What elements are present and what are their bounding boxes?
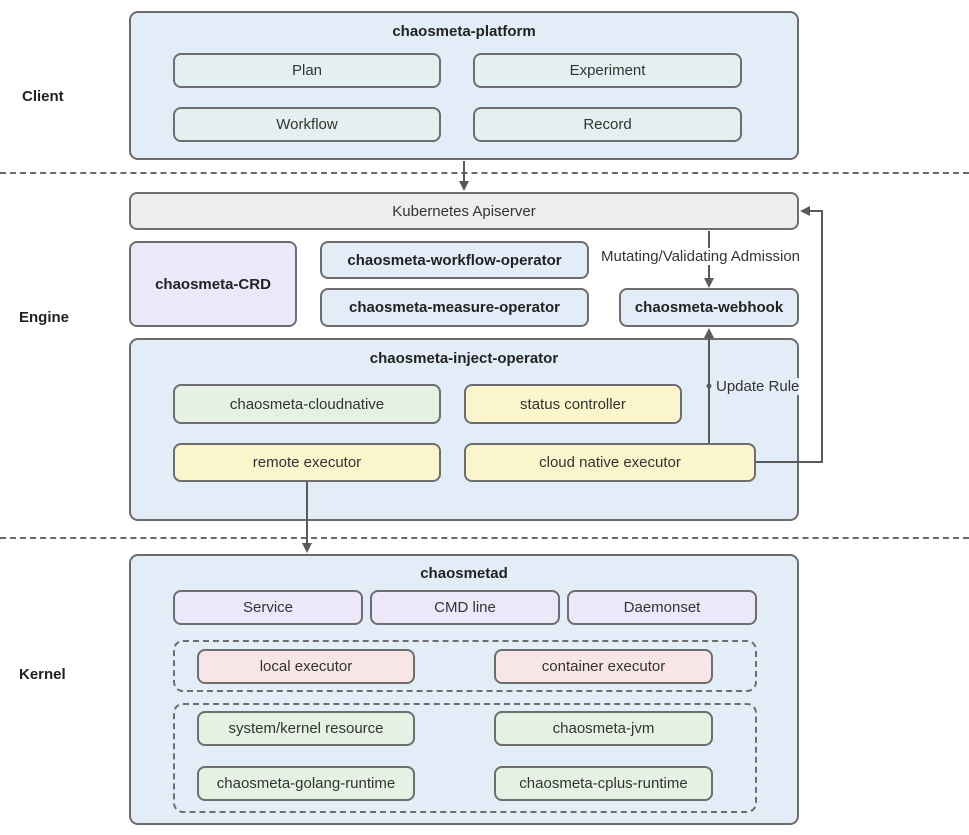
service-mode-node: Service xyxy=(173,590,363,625)
client-engine-divider xyxy=(0,172,969,174)
engine-layer-label: Engine xyxy=(19,309,70,326)
golang-runtime-node: chaosmeta-golang-runtime xyxy=(197,766,415,801)
chaosmetad-title: chaosmetad xyxy=(420,565,508,582)
update-rule-edge-label: Update Rule xyxy=(716,378,800,395)
kubernetes-apiserver-node: Kubernetes Apiserver xyxy=(129,192,799,230)
daemonset-mode-node: Daemonset xyxy=(567,590,757,625)
status-controller-node: status controller xyxy=(464,384,682,424)
engine-kernel-divider xyxy=(0,537,969,539)
cloud-native-executor-node: cloud native executor xyxy=(464,443,756,482)
measure-operator-node: chaosmeta-measure-operator xyxy=(320,288,589,327)
container-executor-node: container executor xyxy=(494,649,713,684)
experiment-node: Experiment xyxy=(473,53,742,88)
workflow-node: Workflow xyxy=(173,107,441,142)
workflow-operator-node: chaosmeta-workflow-operator xyxy=(320,241,589,279)
chaosmeta-webhook-node: chaosmeta-webhook xyxy=(619,288,799,327)
local-executor-node: local executor xyxy=(197,649,415,684)
record-node: Record xyxy=(473,107,742,142)
cmd-line-mode-node: CMD line xyxy=(370,590,560,625)
chaosmeta-platform-title: chaosmeta-platform xyxy=(392,23,536,40)
kernel-layer-label: Kernel xyxy=(19,666,66,683)
chaosmeta-cloudnative-node: chaosmeta-cloudnative xyxy=(173,384,441,424)
inject-operator-panel: chaosmeta-inject-operator xyxy=(129,338,799,521)
system-kernel-resource-node: system/kernel resource xyxy=(197,711,415,746)
chaosmeta-jvm-node: chaosmeta-jvm xyxy=(494,711,713,746)
admission-edge-label: Mutating/Validating Admission xyxy=(601,248,800,265)
inject-operator-title: chaosmeta-inject-operator xyxy=(369,350,559,367)
chaosmeta-crd-node: chaosmeta-CRD xyxy=(129,241,297,327)
remote-executor-node: remote executor xyxy=(173,443,441,482)
cplus-runtime-node: chaosmeta-cplus-runtime xyxy=(494,766,713,801)
client-layer-label: Client xyxy=(22,88,64,105)
runtime-group xyxy=(173,703,757,813)
executor-group xyxy=(173,640,757,692)
plan-node: Plan xyxy=(173,53,441,88)
